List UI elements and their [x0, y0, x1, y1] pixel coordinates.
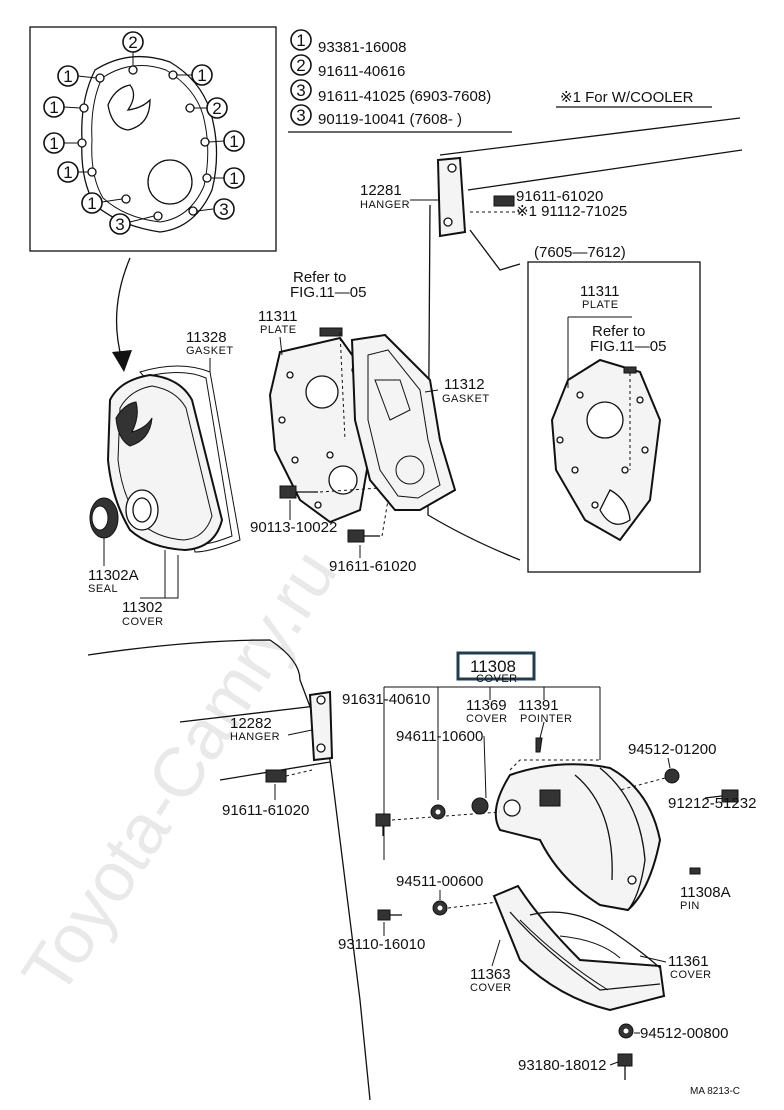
- part-code-11311-l: 11311: [258, 308, 298, 325]
- nut-94611-10600: [430, 804, 446, 820]
- bolt-90113-10022: [279, 485, 381, 499]
- legend-code: 93381-16008: [318, 39, 406, 56]
- part-name-11311-l: PLATE: [260, 324, 297, 336]
- legend-code: 90119-10041 (7608- ): [318, 111, 462, 128]
- assembly-arrow: [112, 257, 132, 372]
- bolt-91611-61020-c: [265, 769, 313, 783]
- part-code-11369: 11369: [466, 697, 507, 714]
- inset-marker: 2: [128, 33, 137, 52]
- refer-l-line2: FIG.11—05: [290, 284, 366, 301]
- part-code-91611-61020-b: 91611-61020: [329, 558, 416, 575]
- group-bracket-11308: [383, 686, 601, 860]
- cover-11369: [471, 797, 489, 815]
- part-code-11311-r: 11311: [580, 283, 620, 300]
- refer-r-line2: FIG.11—05: [590, 338, 666, 355]
- part-code-94511-00600: 94511-00600: [396, 873, 483, 890]
- legend: 1 93381-16008 2 91611-40616 3 91611-4102…: [288, 29, 712, 133]
- housing-cover-11308: [494, 759, 662, 912]
- part-code-11361: 11361: [668, 953, 709, 970]
- inset-marker: 1: [63, 163, 72, 182]
- inset-marker: 1: [197, 66, 206, 85]
- part-code-11312: 11312: [444, 376, 485, 393]
- part-name-11302A: SEAL: [88, 583, 118, 595]
- lower-cover-11363: [492, 884, 666, 1012]
- part-code-11302A: 11302A: [88, 567, 139, 584]
- part-name-11302: COVER: [122, 616, 164, 628]
- part-code-91611-61020: 91611-61020: [516, 188, 603, 205]
- nut-94512-01200: [619, 768, 680, 791]
- inset-marker: 3: [219, 200, 228, 219]
- part-code-11391: 11391: [518, 697, 559, 714]
- watermark: Toyota-Camry.ru: [7, 536, 351, 1008]
- cooler-note: ※1 For W/COOLER: [560, 89, 694, 106]
- part-code-94512-01200: 94512-01200: [628, 741, 716, 758]
- legend-code: 91611-41025 (6903-7608): [318, 88, 491, 105]
- part-code-91112-71025: ※1 91112-71025: [516, 203, 627, 220]
- legend-num: 2: [296, 56, 305, 75]
- inset-marker: 1: [49, 98, 58, 117]
- bolt-93180-18012: [617, 1053, 633, 1080]
- part-name-11308: COVER: [476, 673, 518, 685]
- part-code-90113-10022: 90113-10022: [250, 519, 337, 536]
- part-name-11312: GASKET: [442, 393, 490, 405]
- legend-num: 3: [296, 106, 305, 125]
- part-code-93180-18012: 93180-18012: [518, 1057, 606, 1074]
- seal-11302A: [89, 497, 119, 539]
- part-code-91212-51232: 91212-51232: [668, 795, 756, 812]
- legend-num: 3: [296, 81, 305, 100]
- timing-cover-11302: [106, 373, 224, 552]
- inset-marker: 1: [229, 132, 238, 151]
- part-code-11302: 11302: [122, 599, 163, 616]
- part-name-11308A: PIN: [680, 900, 700, 912]
- lower-cover-11361: [529, 911, 661, 969]
- part-name-11369: COVER: [466, 713, 508, 725]
- part-code-91611-61020-c: 91611-61020: [222, 802, 309, 819]
- inset-marker: 1: [87, 194, 96, 213]
- part-code-12282: 12282: [230, 715, 272, 732]
- inset-marker: 1: [49, 134, 58, 153]
- bolt-93110-16010: [377, 909, 402, 921]
- refer-r-line1: Refer to: [592, 323, 645, 340]
- part-name-11361: COVER: [670, 969, 712, 981]
- hanger-12281: [436, 156, 520, 238]
- inset-marker: 1: [229, 169, 238, 188]
- legend-code: 91611-40616: [318, 63, 405, 80]
- range-box-7605-7612: (7605—7612): [527, 244, 701, 573]
- part-code-11308A: 11308A: [680, 884, 731, 901]
- inset-marker: 3: [115, 215, 124, 234]
- engine-block-outline: [427, 117, 743, 561]
- part-code-11308: 11308: [470, 657, 516, 676]
- refer-l-line1: Refer to: [293, 269, 346, 286]
- bolt-pattern-inset: 2 1 1 1 2 1 1 1 1 1 3 3: [29, 26, 277, 252]
- inset-marker: 2: [212, 99, 221, 118]
- highlight-box-11308: [456, 651, 536, 681]
- part-code-93110-16010: 93110-16010: [338, 936, 425, 953]
- gasket-11312: [350, 333, 457, 511]
- part-code-12281: 12281: [360, 182, 402, 199]
- part-code-94512-00800: 94512-00800: [640, 1025, 728, 1042]
- inset-marker: 1: [63, 67, 72, 86]
- pin-11308A: [689, 867, 701, 875]
- part-name-12281: HANGER: [360, 199, 410, 211]
- bolt-91611-61020-b: [347, 499, 389, 543]
- part-code-91631-40610: 91631-40610: [342, 691, 430, 708]
- part-code-11328: 11328: [186, 329, 227, 346]
- nut-94511-00600: [432, 900, 499, 916]
- legend-num: 1: [296, 31, 305, 50]
- part-name-12282: HANGER: [230, 731, 280, 743]
- part-name-11328: GASKET: [186, 345, 234, 357]
- part-name-11391: POINTER: [520, 713, 572, 725]
- part-code-11363: 11363: [470, 966, 511, 983]
- range-label: (7605—7612): [534, 244, 626, 261]
- part-name-11311-r: PLATE: [582, 299, 619, 311]
- nut-94512-00800: [618, 1023, 634, 1039]
- hanger-12282: [308, 690, 334, 762]
- bolt-91212-51232: [704, 789, 739, 803]
- figure-reference: MA 8213-C: [690, 1086, 740, 1097]
- pointer-11391: [535, 737, 543, 753]
- part-code-94611-10600: 94611-10600: [396, 728, 483, 745]
- part-name-11363: COVER: [470, 982, 512, 994]
